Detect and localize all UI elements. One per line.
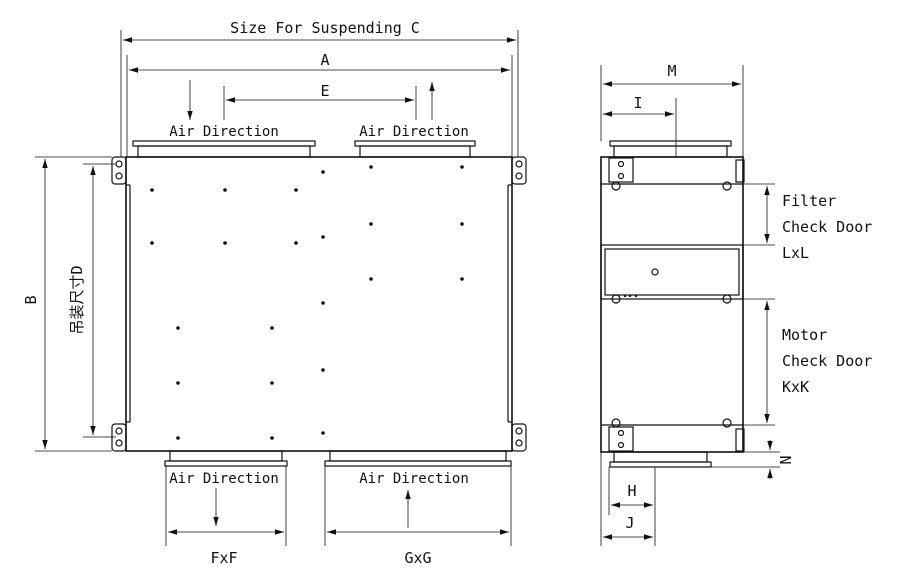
filter-door-label-line1: Filter [782,192,836,210]
filter-door-label-line2: Check Door [782,218,872,236]
motor-door-label-line3: KxK [782,378,809,396]
dimension-g-label: GxG [404,549,431,567]
air-direction-label-top-right: Air Direction [359,124,469,140]
dimension-j: J [600,452,656,546]
filter-door-label-line3: LxL [782,244,809,262]
side-bracket-bottom [608,426,634,452]
dimension-a-label: A [320,51,329,69]
dimension-m: M [600,62,744,157]
dimension-d-label: 吊装尺寸D [68,265,86,334]
dimension-i-label: I [633,94,642,112]
dimension-n: N [711,440,794,479]
duct-collar-bottom-left [164,450,288,467]
hanging-bracket-bottom-right [511,423,527,452]
motor-door-dimension: Motor Check Door KxK [743,298,872,426]
side-collar-bottom [613,451,708,463]
dimension-e: E [223,82,417,120]
dimension-f-label: FxF [210,549,237,567]
dimension-e-label: E [320,82,329,100]
motor-door-label-line1: Motor [782,326,827,344]
filter-door-dimension: Filter Check Door LxL [743,183,872,262]
dimension-b-label: B [22,295,40,304]
motor-door-label-line2: Check Door [782,352,872,370]
dimension-h-label: H [627,482,636,500]
dimension-c: Size For Suspending C [120,19,519,157]
dimension-j-label: J [625,514,634,532]
front-view: Size For Suspending C A E Air Direction … [22,19,527,567]
hanging-bracket-top-right [511,156,527,185]
duct-collar-bottom-right [324,450,512,467]
dimension-n-label: N [776,455,794,464]
front-unit-body [125,156,513,452]
dimension-f: FxF [165,466,287,567]
air-direction-label-bottom-right: Air Direction [359,471,469,487]
dimension-i: I [603,94,677,157]
dimension-c-label: Size For Suspending C [230,19,420,37]
side-view: M I Filter Check Door LxL Motor Check Do… [600,62,872,546]
hanging-bracket-top-left [111,156,127,185]
air-direction-label-top-left: Air Direction [169,124,279,140]
hanging-bracket-bottom-left [111,423,127,452]
dimension-d: 吊装尺寸D [68,163,116,438]
duct-collar-top-right [354,140,476,158]
dimension-g: GxG [324,466,512,567]
filter-check-door [600,244,744,300]
side-bracket-top [608,157,634,183]
duct-collar-top-left [132,140,316,158]
door-knob [651,268,659,276]
air-direction-label-bottom-left: Air Direction [169,471,279,487]
side-unit-body [600,156,744,453]
dimension-m-label: M [667,62,676,80]
dimension-a: A [126,51,513,157]
rivet-dots [150,165,464,440]
side-collar-top [609,140,732,147]
dimension-h: H [608,467,656,515]
dimension-b: B [22,156,112,452]
